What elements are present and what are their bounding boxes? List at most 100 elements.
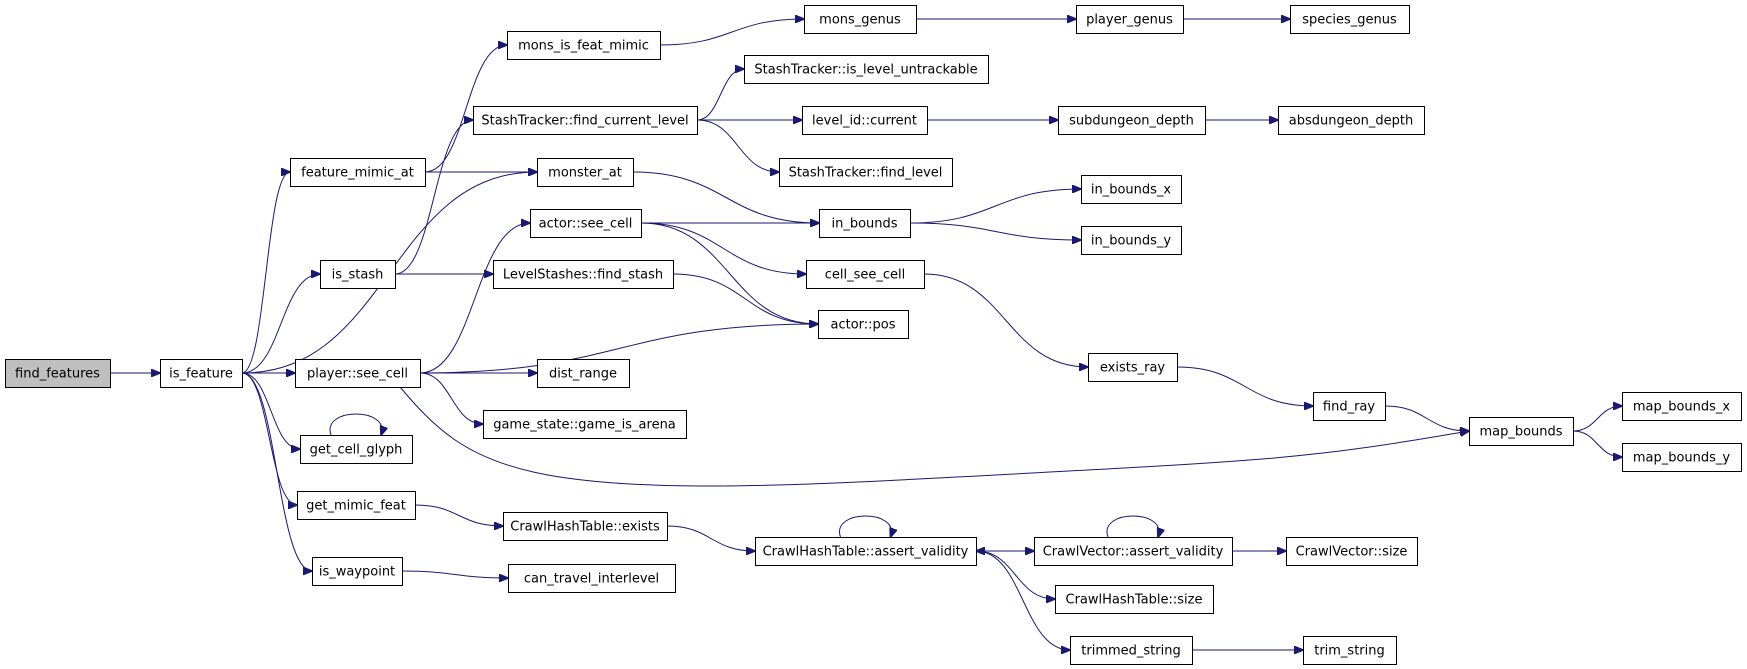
node-levelstashes_find_stash[interactable]: LevelStashes::find_stash (493, 260, 674, 289)
node-box[interactable] (1034, 537, 1233, 566)
node-box[interactable] (1303, 636, 1397, 665)
node-get_mimic_feat[interactable]: get_mimic_feat (297, 491, 416, 520)
node-box[interactable] (1058, 106, 1206, 135)
node-subdungeon_depth[interactable]: subdungeon_depth (1058, 106, 1206, 135)
node-feature_mimic_at[interactable]: feature_mimic_at (290, 158, 426, 187)
node-box[interactable] (1286, 537, 1418, 566)
node-box[interactable] (473, 106, 698, 135)
node-mons_genus[interactable]: mons_genus (804, 5, 917, 34)
node-box[interactable] (503, 512, 668, 541)
node-label: is_waypoint (319, 565, 395, 580)
node-map_bounds_x[interactable]: map_bounds_x (1622, 392, 1742, 421)
edge-hashtable_exists-to-hashtable_assert_validity (666, 525, 755, 551)
node-box[interactable] (300, 435, 413, 464)
node-box[interactable] (819, 209, 911, 238)
node-hashtable_exists[interactable]: CrawlHashTable::exists (503, 512, 668, 541)
node-species_genus[interactable]: species_genus (1290, 5, 1410, 34)
node-can_travel_interlevel[interactable]: can_travel_interlevel (508, 564, 676, 593)
node-box[interactable] (1622, 392, 1742, 421)
node-in_bounds[interactable]: in_bounds (819, 209, 911, 238)
edge-cell_see_cell-to-exists_ray (923, 273, 1088, 367)
node-trim_string[interactable]: trim_string (1303, 636, 1397, 665)
node-dist_range[interactable]: dist_range (537, 359, 630, 388)
node-box[interactable] (537, 359, 630, 388)
node-player_see_cell[interactable]: player::see_cell (295, 359, 421, 388)
node-box[interactable] (779, 158, 953, 187)
node-get_cell_glyph[interactable]: get_cell_glyph (300, 435, 413, 464)
node-label: in_bounds (831, 217, 897, 232)
node-find_ray[interactable]: find_ray (1313, 392, 1386, 421)
node-label: trim_string (1314, 644, 1385, 659)
node-label: game_state::game_is_arena (493, 418, 676, 433)
node-box[interactable] (493, 260, 674, 289)
node-box[interactable] (1469, 417, 1574, 446)
node-box[interactable] (537, 158, 634, 187)
node-absdungeon_depth[interactable]: absdungeon_depth (1278, 106, 1425, 135)
node-hashtable_assert_validity[interactable]: CrawlHashTable::assert_validity (755, 537, 977, 566)
node-actor_pos[interactable]: actor::pos (818, 310, 909, 339)
node-label: CrawlHashTable::size (1066, 593, 1203, 608)
node-box[interactable] (507, 31, 661, 60)
node-is_stash[interactable]: is_stash (320, 260, 396, 289)
node-box[interactable] (1081, 175, 1182, 204)
node-box[interactable] (160, 359, 243, 388)
node-box[interactable] (1622, 443, 1742, 472)
edge-in_bounds-to-in_bounds_y (909, 222, 1081, 240)
node-box[interactable] (1088, 353, 1178, 382)
node-box[interactable] (1081, 226, 1182, 255)
node-box[interactable] (312, 557, 403, 586)
node-label: is_stash (332, 268, 384, 283)
node-monster_at[interactable]: monster_at (537, 158, 634, 187)
node-box[interactable] (1055, 585, 1214, 614)
node-actor_see_cell[interactable]: actor::see_cell (530, 209, 642, 238)
node-box[interactable] (508, 564, 676, 593)
edge-is_feature-to-is_stash (241, 274, 320, 374)
node-box[interactable] (5, 359, 111, 388)
node-box[interactable] (295, 359, 421, 388)
node-box[interactable] (290, 158, 426, 187)
node-box[interactable] (1290, 5, 1410, 34)
node-stash_find_current_level[interactable]: StashTracker::find_current_level (473, 106, 698, 135)
edge-actor_see_cell-to-cell_see_cell (640, 222, 806, 274)
node-vector_size[interactable]: CrawlVector::size (1286, 537, 1418, 566)
node-box[interactable] (804, 5, 917, 34)
node-box[interactable] (802, 106, 928, 135)
node-box[interactable] (320, 260, 396, 289)
node-is_waypoint[interactable]: is_waypoint (312, 557, 403, 586)
node-find_features[interactable]: find_features (5, 359, 111, 388)
node-box[interactable] (744, 55, 989, 84)
edge-player_see_cell-to-actor_see_cell (419, 223, 530, 374)
node-in_bounds_x[interactable]: in_bounds_x (1081, 175, 1182, 204)
node-is_feature[interactable]: is_feature (160, 359, 243, 388)
node-box[interactable] (1313, 392, 1386, 421)
node-mons_is_feat_mimic[interactable]: mons_is_feat_mimic (507, 31, 661, 60)
node-vector_assert_validity[interactable]: CrawlVector::assert_validity (1034, 537, 1233, 566)
node-label: subdungeon_depth (1069, 114, 1194, 129)
node-stash_is_level_untrackable[interactable]: StashTracker::is_level_untrackable (744, 55, 989, 84)
node-box[interactable] (483, 410, 687, 439)
node-box[interactable] (297, 491, 416, 520)
node-game_is_arena[interactable]: game_state::game_is_arena (483, 410, 687, 439)
node-box[interactable] (1076, 5, 1184, 34)
node-stash_find_level[interactable]: StashTracker::find_level (779, 158, 953, 187)
node-box[interactable] (755, 537, 977, 566)
edge-hashtable_assert_validity-to-trimmed_string (975, 550, 1070, 650)
node-hashtable_size[interactable]: CrawlHashTable::size (1055, 585, 1214, 614)
node-player_genus[interactable]: player_genus (1076, 5, 1184, 34)
node-box[interactable] (1278, 106, 1425, 135)
node-box[interactable] (530, 209, 642, 238)
node-box[interactable] (818, 310, 909, 339)
node-label: exists_ray (1100, 361, 1166, 376)
node-level_id_current[interactable]: level_id::current (802, 106, 928, 135)
edge-player_see_cell-to-map_bounds (399, 386, 1469, 487)
edge-map_bounds-to-map_bounds_x (1572, 406, 1622, 432)
node-in_bounds_y[interactable]: in_bounds_y (1081, 226, 1182, 255)
node-map_bounds_y[interactable]: map_bounds_y (1622, 443, 1742, 472)
node-map_bounds[interactable]: map_bounds (1469, 417, 1574, 446)
node-cell_see_cell[interactable]: cell_see_cell (806, 260, 925, 289)
node-trimmed_string[interactable]: trimmed_string (1070, 636, 1193, 665)
node-box[interactable] (806, 260, 925, 289)
node-label: CrawlHashTable::exists (510, 520, 660, 535)
node-box[interactable] (1070, 636, 1193, 665)
node-exists_ray[interactable]: exists_ray (1088, 353, 1178, 382)
